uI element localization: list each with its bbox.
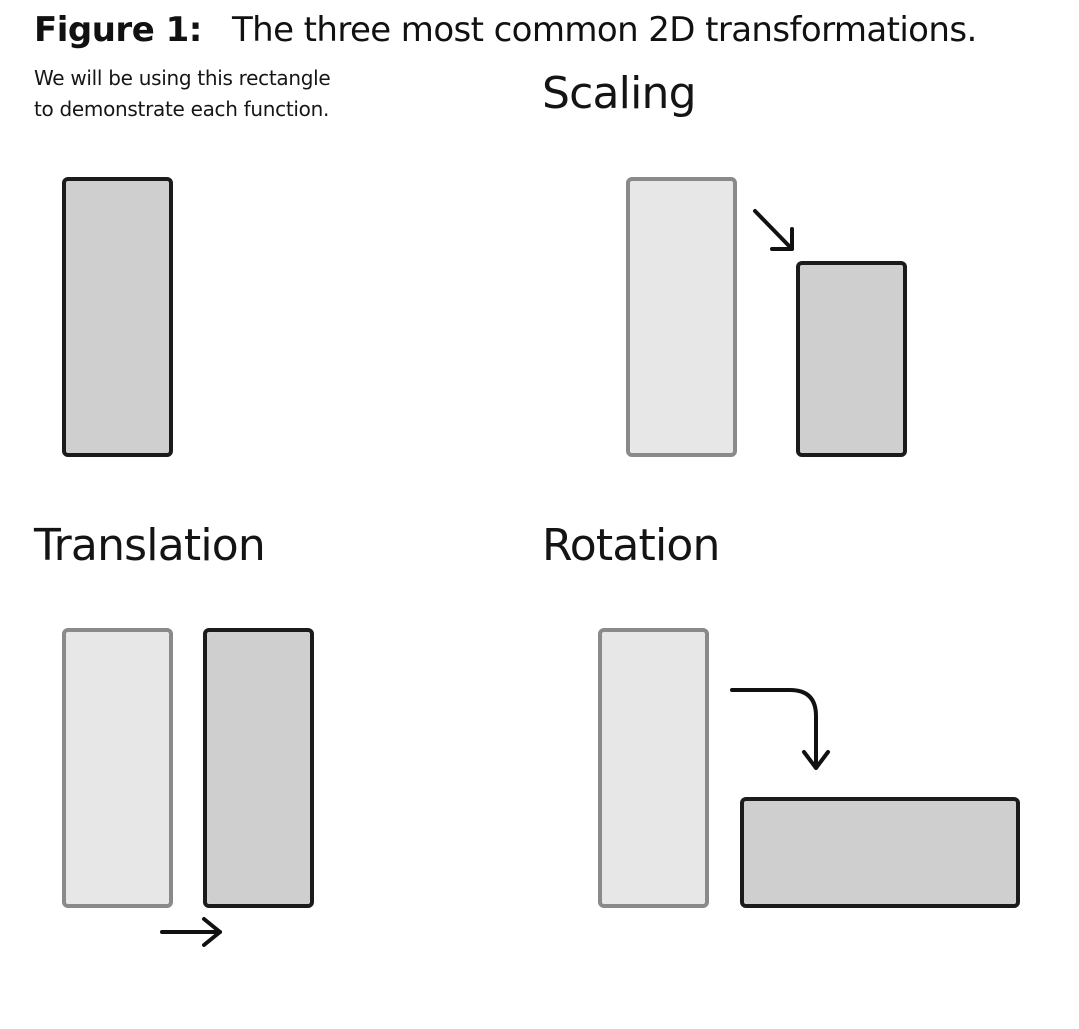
- scaling-original-rectangle: [626, 177, 737, 457]
- scaling-title: Scaling: [542, 68, 697, 119]
- scaling-arrow-icon: [753, 209, 794, 251]
- translation-original-rectangle: [62, 628, 173, 908]
- translation-arrow-icon: [160, 917, 222, 947]
- scaling-scaled-rectangle: [796, 261, 907, 457]
- intro-text-line-2: to demonstrate each function.: [34, 97, 330, 121]
- figure-caption: The three most common 2D transformations…: [232, 10, 977, 50]
- rotation-arrow-icon: [730, 688, 830, 770]
- translation-moved-rectangle: [203, 628, 314, 908]
- rotation-rotated-rectangle: [740, 797, 1020, 908]
- intro-text-line-1: We will be using this rectangle: [34, 66, 331, 90]
- demo-rectangle: [62, 177, 173, 457]
- translation-title: Translation: [34, 520, 266, 571]
- rotation-title: Rotation: [542, 520, 720, 571]
- figure-label: Figure 1:: [34, 10, 202, 50]
- rotation-original-rectangle: [598, 628, 709, 908]
